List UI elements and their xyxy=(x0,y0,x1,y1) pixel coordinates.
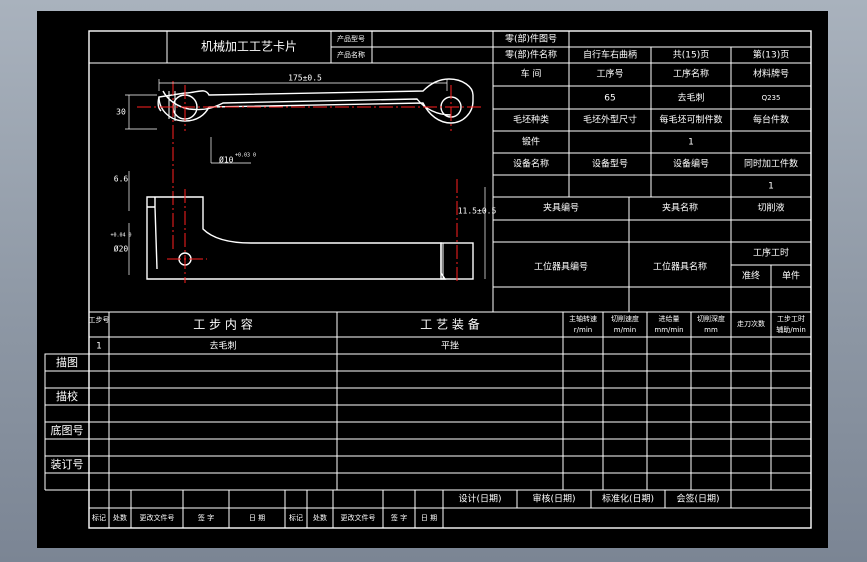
dim-height: 30 xyxy=(116,108,126,117)
dim-right: 11.5±0.5 xyxy=(458,207,497,216)
col-passes: 走刀次数 xyxy=(737,319,765,328)
footer-change-doc-2: 更改文件号 xyxy=(341,513,376,522)
drawing-sheet: 机械加工工艺卡片 产品型号 产品名称 零(部)件图号 零(部)件名称 自行车右曲… xyxy=(37,11,828,548)
blank-type-value: 锻件 xyxy=(522,136,540,148)
footer-count-1: 处数 xyxy=(113,513,127,522)
side-box-trace xyxy=(44,353,90,372)
parts-per-unit-label: 每台件数 xyxy=(753,114,789,126)
process-card-svg: 机械加工工艺卡片 产品型号 产品名称 零(部)件图号 零(部)件名称 自行车右曲… xyxy=(44,30,812,529)
part-name-value: 自行车右曲柄 xyxy=(583,49,637,61)
dim-left: Ø20 xyxy=(114,244,129,254)
footer-mark-1: 标记 xyxy=(92,513,106,522)
footer-sign-1: 签 字 xyxy=(198,513,214,522)
col-depth: 切削深度 xyxy=(697,314,725,323)
process-time-label: 工序工时 xyxy=(753,247,789,259)
side-box-base-drawing xyxy=(44,421,90,440)
col-feed-unit: mm/min xyxy=(654,326,683,334)
dim-hole-tol: +0.03 0 xyxy=(235,153,256,159)
col-step-no: 工步号 xyxy=(89,316,110,324)
footer-date-1: 日 期 xyxy=(249,514,265,522)
side-box-trace-check xyxy=(44,387,90,406)
material-value: Q235 xyxy=(762,94,781,102)
process-no-value: 65 xyxy=(604,94,615,104)
station-tool-name-label: 工位器具名称 xyxy=(653,261,707,273)
prep-time-label: 准终 xyxy=(742,270,760,282)
col-equipment: 工 艺 装 备 xyxy=(420,318,479,332)
footer-design: 设计(日期) xyxy=(458,493,501,505)
col-feed: 进给量 xyxy=(659,314,680,323)
fixture-no-label: 夹具编号 xyxy=(543,202,579,214)
simultaneous-label: 同时加工件数 xyxy=(744,158,798,170)
side-label-trace-check: 描校 xyxy=(56,389,78,403)
part-name-label: 零(部)件名称 xyxy=(505,49,557,61)
fixture-name-label: 夹具名称 xyxy=(662,202,698,214)
step-row-content: 去毛刺 xyxy=(209,340,236,352)
part-drawing: 175±0.5 30 Ø10 +0.03 0 6.6 11.5±0.5 +0.0… xyxy=(110,74,497,283)
unit-time-label: 单件 xyxy=(782,270,800,282)
product-name-label: 产品名称 xyxy=(337,50,365,59)
product-model-label: 产品型号 xyxy=(337,34,365,43)
footer-sign-2: 签 字 xyxy=(391,513,407,522)
footer-count-2: 处数 xyxy=(313,513,327,522)
parts-per-blank-label: 每毛坯可制件数 xyxy=(659,114,722,126)
col-cut-speed: 切削速度 xyxy=(611,314,639,323)
dim-hole: Ø10 xyxy=(219,155,234,165)
side-label-base-drawing-no: 底图号 xyxy=(51,423,84,437)
process-name-value: 去毛刺 xyxy=(677,92,704,104)
side-label-binding-no: 装订号 xyxy=(51,458,84,471)
outer-frame xyxy=(88,30,812,529)
col-cut-speed-unit: m/min xyxy=(614,326,636,334)
footer-countersign: 会签(日期) xyxy=(676,493,719,505)
dim-left-tol: +0.04 0 xyxy=(110,233,131,239)
dim-top: 6.6 xyxy=(114,175,129,184)
parts-per-blank-value: 1 xyxy=(688,138,694,148)
footer-mark-2: 标记 xyxy=(289,513,303,522)
simultaneous-value: 1 xyxy=(768,182,774,192)
equipment-no-label: 设备编号 xyxy=(673,158,709,170)
dim-length: 175±0.5 xyxy=(288,74,322,83)
card-title: 机械加工工艺卡片 xyxy=(201,39,297,54)
equipment-name-label: 设备名称 xyxy=(513,158,549,170)
col-content: 工 步 内 容 xyxy=(193,317,252,332)
footer-review: 审核(日期) xyxy=(532,493,575,505)
total-pages: 共(15)页 xyxy=(673,50,709,61)
equipment-model-label: 设备型号 xyxy=(592,158,628,170)
coolant-label: 切削液 xyxy=(757,202,784,214)
col-step-time-sub: 辅助/min xyxy=(776,325,806,334)
station-tool-no-label: 工位器具编号 xyxy=(534,261,588,273)
material-label: 材料牌号 xyxy=(753,68,789,80)
side-label-trace: 描图 xyxy=(56,355,78,369)
step-row-no: 1 xyxy=(96,342,102,352)
col-spindle-speed: 主轴转速 xyxy=(569,314,597,323)
blank-size-label: 毛坯外型尺寸 xyxy=(583,114,637,126)
footer-date-2: 日 期 xyxy=(421,514,437,522)
part-drawing-no-label: 零(部)件图号 xyxy=(505,33,557,45)
process-no-label: 工序号 xyxy=(596,68,623,80)
process-name-label: 工序名称 xyxy=(673,68,709,80)
blank-type-label: 毛坯种类 xyxy=(513,114,549,126)
workshop-label: 车 间 xyxy=(521,68,542,80)
footer-standardize: 标准化(日期) xyxy=(602,493,654,505)
footer-change-doc-1: 更改文件号 xyxy=(140,513,175,522)
col-step-time: 工步工时 xyxy=(777,314,805,323)
col-spindle-unit: r/min xyxy=(574,326,592,334)
side-box-binding xyxy=(44,455,90,474)
col-depth-unit: mm xyxy=(704,326,718,334)
step-row-equipment: 平挫 xyxy=(441,340,459,352)
page-number: 第(13)页 xyxy=(753,49,789,61)
